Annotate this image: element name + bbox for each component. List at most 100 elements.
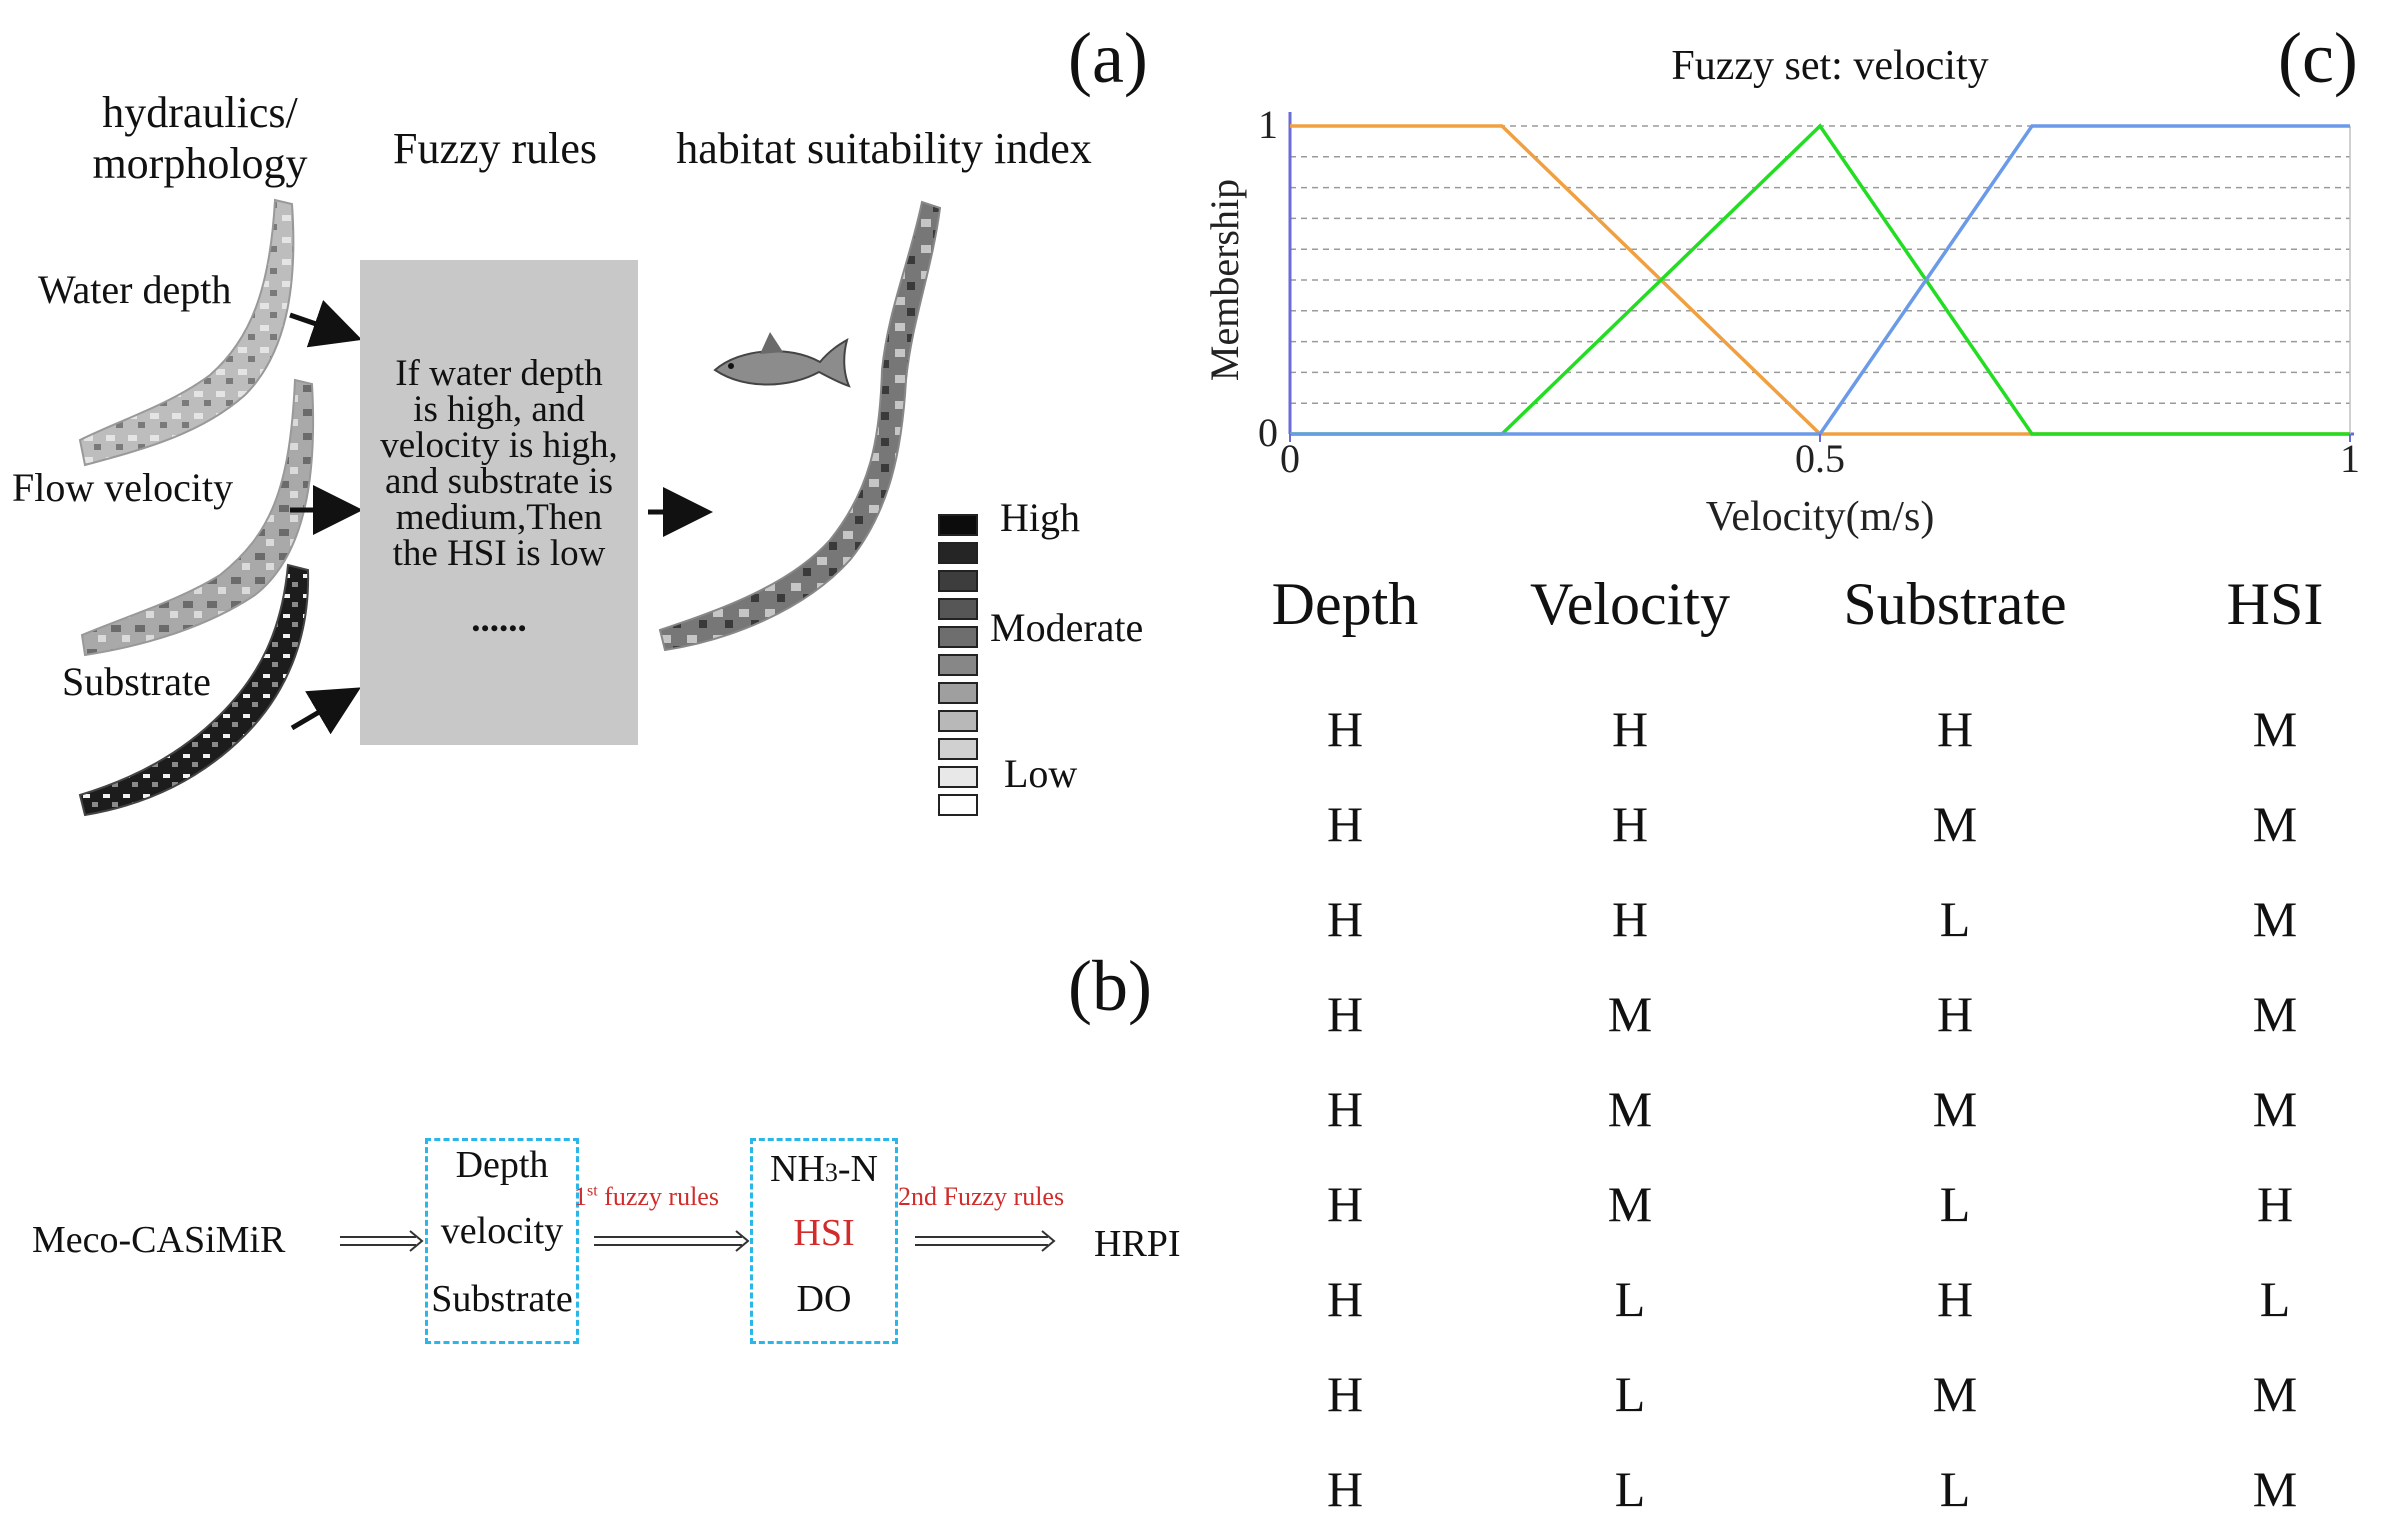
table-cell: H xyxy=(1936,701,1974,757)
y-tick-label: 0 xyxy=(1258,410,1278,455)
table-cell: H xyxy=(1326,796,1364,852)
arrow-substrate-to-rules xyxy=(290,687,361,735)
legend-swatch xyxy=(938,654,978,676)
fuzzy-rule-text: If water depth is high, and velocity is … xyxy=(360,353,638,640)
double-arrow-1 xyxy=(340,1230,424,1252)
rule-line-3: velocity is high, xyxy=(380,425,618,466)
table-cell: M xyxy=(2252,986,2298,1042)
legend-swatch xyxy=(938,598,978,620)
flow-velocity-map xyxy=(80,378,315,657)
table-header: Velocity xyxy=(1530,571,1730,637)
hrpi-label: HRPI xyxy=(1094,1223,1181,1265)
table-header: Substrate xyxy=(1843,571,2067,637)
legend-swatch xyxy=(938,682,978,704)
table-cell: H xyxy=(1936,1271,1974,1327)
legend-moderate-label: Moderate xyxy=(990,605,1144,650)
table-cell: L xyxy=(1939,1461,1971,1517)
flow-velocity-label: Flow velocity xyxy=(12,465,234,510)
first-rule-sup: st xyxy=(587,1182,598,1200)
rule-ellipsis: ...... xyxy=(471,599,527,640)
table-cell: M xyxy=(1932,796,1978,852)
x-axis-label: Velocity(m/s) xyxy=(1706,494,1935,540)
series-line xyxy=(1290,124,2350,436)
first-fuzzy-rules-label: 1st fuzzy rules xyxy=(574,1182,719,1212)
output-group-box: NH3-N HSI DO xyxy=(750,1138,898,1344)
table-cell: M xyxy=(1607,1081,1653,1137)
panel-a-letter: (a) xyxy=(1068,18,1148,98)
table-cell: L xyxy=(1614,1366,1646,1422)
table-cell: H xyxy=(1611,796,1649,852)
table-cell: M xyxy=(1932,1081,1978,1137)
river-maps xyxy=(78,198,942,817)
group2-nh-sub: 3 xyxy=(824,1158,838,1187)
table-cell: M xyxy=(1932,1366,1978,1422)
table-cell: H xyxy=(1326,1271,1364,1327)
table-header: HSI xyxy=(2226,571,2324,637)
table-cell: L xyxy=(1614,1461,1646,1517)
table-cell: L xyxy=(2259,1271,2291,1327)
water-depth-label: Water depth xyxy=(38,267,232,312)
legend-swatch xyxy=(938,794,978,816)
group2-hsi: HSI xyxy=(793,1212,855,1254)
chart-title: Fuzzy set: velocity xyxy=(1671,43,1989,89)
table-cell: H xyxy=(1326,1176,1364,1232)
arrow-depth-to-rules xyxy=(289,299,363,348)
rule-line-1: If water depth xyxy=(395,353,603,394)
legend-swatch xyxy=(938,710,978,732)
y-tick-label: 1 xyxy=(1258,102,1278,147)
group2-do: DO xyxy=(796,1278,852,1320)
hsi-header: habitat suitability index xyxy=(676,124,1092,173)
x-tick-label: 0.5 xyxy=(1795,436,1845,481)
legend-low-label: Low xyxy=(1004,751,1078,796)
table-cell: H xyxy=(1326,1366,1364,1422)
group1-depth: Depth xyxy=(455,1144,549,1186)
table-cell: H xyxy=(1326,1081,1364,1137)
second-fuzzy-rules-label: 2nd Fuzzy rules xyxy=(898,1182,1065,1211)
group1-substrate: Substrate xyxy=(431,1278,573,1320)
table-cell: M xyxy=(2252,701,2298,757)
table-cell: M xyxy=(1607,986,1653,1042)
fuzzy-rules-header: Fuzzy rules xyxy=(392,124,598,173)
table-cell: M xyxy=(2252,1461,2298,1517)
table-cell: L xyxy=(1939,891,1971,947)
input-group-box: Depth velocity Substrate xyxy=(425,1138,579,1344)
table-cell: H xyxy=(1326,701,1364,757)
hsi-map xyxy=(658,200,942,652)
rule-line-4: and substrate is xyxy=(384,461,614,502)
table-cell: L xyxy=(1614,1271,1646,1327)
hydraulics-header-line1: hydraulics/ xyxy=(102,88,298,137)
panel-c-letter: (c) xyxy=(2278,18,2358,98)
hydraulics-header-line2: morphology xyxy=(92,138,308,188)
table-cell: M xyxy=(1607,1176,1653,1232)
group1-velocity: velocity xyxy=(440,1210,564,1252)
first-rule-ordinal: 1 xyxy=(574,1182,587,1211)
table-cell: H xyxy=(1326,1461,1364,1517)
table-cell: M xyxy=(2252,1081,2298,1137)
double-arrow-3 xyxy=(915,1230,1056,1252)
double-arrow-2 xyxy=(594,1230,750,1252)
x-tick-label: 1 xyxy=(2340,436,2360,481)
legend-swatch xyxy=(938,514,978,536)
hydraulics-header: hydraulics/ morphology xyxy=(60,88,340,189)
table-cell: H xyxy=(2256,1176,2294,1232)
legend-swatch xyxy=(938,570,978,592)
first-rule-text: fuzzy rules xyxy=(597,1182,719,1211)
table-cell: H xyxy=(1936,986,1974,1042)
legend-swatches xyxy=(938,514,978,816)
group2-nh3n: NH3-N xyxy=(747,1147,901,1191)
table-cell: H xyxy=(1611,701,1649,757)
rule-line-6: the HSI is low xyxy=(392,533,606,574)
legend-swatch xyxy=(938,738,978,760)
group2-nh-suffix: -N xyxy=(837,1148,878,1190)
substrate-map xyxy=(78,563,310,817)
hsi-legend xyxy=(938,514,978,816)
group2-nh: NH xyxy=(770,1148,825,1190)
panel-b-arrows xyxy=(340,1230,1056,1252)
table-cell: H xyxy=(1611,891,1649,947)
y-axis-label: Membership xyxy=(1202,179,1247,381)
table-cell: M xyxy=(2252,796,2298,852)
fuzzy-rule-box: If water depth is high, and velocity is … xyxy=(360,260,638,745)
substrate-label: Substrate xyxy=(62,659,211,704)
rule-line-2: is high, and xyxy=(413,389,585,430)
